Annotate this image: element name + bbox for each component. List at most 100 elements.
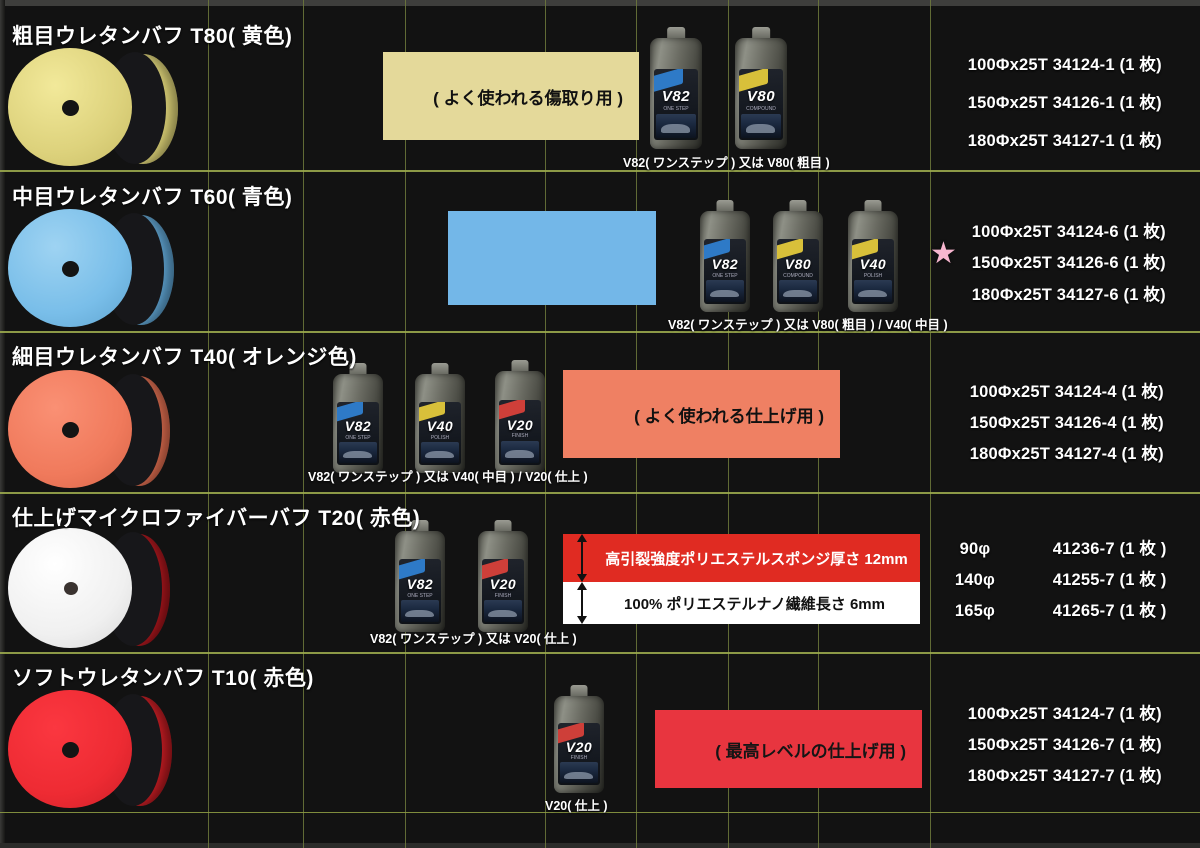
double-arrow-icon (577, 534, 587, 582)
bottle-v82-t80: V82 ONE STEP (650, 27, 702, 149)
spec-line-t60-1: 100Φx25T 34124-6 (1 枚) (960, 218, 1166, 242)
bottle-cap (431, 363, 449, 377)
grid-vline (545, 0, 546, 848)
bottle-name: V80 (746, 87, 776, 105)
bottle-label: V20 FINISH (558, 723, 600, 786)
spec-code: 34126-7 (1 枚) (1052, 736, 1162, 754)
spec-line-t10-3: 180Φx25T 34127-7 (1 枚) (956, 762, 1162, 786)
grid-vline (930, 0, 931, 848)
bottle-v80-t80: V80 COMPOUND (735, 27, 787, 149)
pad-t80 (8, 48, 188, 166)
color-block-t60 (448, 211, 656, 305)
bottle-label: V80 COMPOUND (777, 239, 819, 304)
pad-t60 (8, 209, 188, 327)
bottle-caption-t80: V82( ワンステップ ) 又は V80( 粗目 ) (623, 156, 830, 170)
bottle-caption-t10: V20( 仕上 ) (545, 799, 608, 813)
bottle-name: V20 (489, 576, 517, 593)
bottle-subtitle: COMPOUND (746, 106, 776, 112)
spec-size: 180Φx25T (971, 286, 1052, 304)
spec-size: 180Φx25T (969, 445, 1050, 463)
spec-line-t20-3: 165φ 41265-7 (1 枚 ) (940, 597, 1167, 621)
bottom-edge (0, 843, 1200, 848)
grid-hline (0, 652, 1200, 654)
spec-band-fiber: 100% ポリエステルナノ繊維長さ 6mm (563, 582, 920, 624)
bottle-name: V82 (344, 418, 372, 435)
row-heading-t40: 細目ウレタンバフ T40( オレンジ色) (12, 346, 357, 369)
grid-hline (0, 331, 1200, 333)
bottle-car-art (705, 279, 745, 302)
color-block-t80: ( よく使われる傷取り用 ) (383, 52, 639, 140)
bottle-car-art (483, 599, 523, 622)
bottle-subtitle: ONE STEP (712, 272, 738, 279)
bottle-body: V82 ONE STEP (395, 531, 445, 632)
bottle-name: V40 (426, 418, 454, 435)
bottle-cap (570, 685, 588, 699)
pad-center-hole (64, 582, 78, 595)
bottle-subtitle: ONE STEP (663, 106, 689, 112)
bottle-v40-t40: V40 POLISH (415, 363, 465, 473)
bottle-cap (864, 200, 882, 214)
color-block-label-t10: ( 最高レベルの仕上げ用 ) (715, 741, 906, 761)
spec-line-t40-3: 180Φx25T 34127-4 (1 枚) (958, 440, 1164, 464)
bottle-name: V20 (565, 739, 593, 756)
grid-vline (405, 0, 406, 848)
bottle-subtitle: COMPOUND (783, 272, 813, 279)
spec-code: 34127-6 (1 枚) (1056, 286, 1166, 304)
spec-band-label-fiber: 100% ポリエステルナノ繊維長さ 6mm (624, 595, 885, 613)
spec-size: 150Φx25T (967, 94, 1048, 112)
bottle-label: V80 COMPOUND (739, 69, 783, 141)
bottle-subtitle: ONE STEP (407, 592, 433, 599)
spec-line-t10-2: 150Φx25T 34126-7 (1 枚) (956, 731, 1162, 755)
bottle-label: V82 ONE STEP (337, 401, 379, 466)
spec-size: 140φ (954, 571, 996, 589)
row-heading-t80: 粗目ウレタンバフ T80( 黄色) (12, 25, 293, 48)
bottle-body: V20 FINISH (495, 371, 545, 473)
color-block-label-t80: ( よく使われる傷取り用 ) (433, 88, 623, 108)
bottle-body: V40 POLISH (415, 374, 465, 473)
spec-code: 34126-6 (1 枚) (1056, 254, 1166, 272)
bottle-name: V80 (784, 256, 812, 273)
bottle-car-art (420, 441, 460, 464)
spec-size: 180Φx25T (967, 767, 1048, 785)
bottle-v82-t20: V82 ONE STEP (395, 520, 445, 632)
bottle-label: V20 FINISH (499, 399, 541, 465)
spec-band-label-sponge: 高引裂強度ポリエステルスポンジ厚さ 12mm (605, 550, 908, 568)
bottle-name: V82 (661, 87, 691, 105)
spec-size: 100Φx25T (967, 705, 1048, 723)
grid-hline (0, 812, 1200, 813)
bottle-subtitle: POLISH (863, 272, 883, 279)
color-block-t10: ( 最高レベルの仕上げ用 ) (655, 710, 922, 788)
spec-size: 100Φx25T (971, 223, 1052, 241)
left-edge (0, 0, 5, 848)
spec-code: 34124-4 (1 枚) (1054, 383, 1164, 401)
spec-size: 180Φx25T (967, 132, 1048, 150)
thickness-arrow-fiber (575, 582, 589, 624)
spec-size: 100Φx25T (967, 56, 1048, 74)
bottle-cap (789, 200, 807, 214)
spec-size: 150Φx25T (967, 736, 1048, 754)
spec-code: 34124-1 (1 枚) (1052, 56, 1162, 74)
spec-line-t80-3: 180Φx25T 34127-1 (1 枚) (956, 127, 1162, 151)
bottle-name: V82 (406, 576, 434, 593)
spec-code: 34126-1 (1 枚) (1052, 94, 1162, 112)
top-edge (0, 0, 1200, 6)
spec-code: 34124-6 (1 枚) (1056, 223, 1166, 241)
bottle-body: V20 FINISH (554, 696, 604, 793)
bottle-subtitle: FINISH (511, 433, 529, 440)
color-block-label-t40: ( よく使われる仕上げ用 ) (634, 406, 824, 426)
bottle-car-art (655, 113, 697, 138)
spec-line-t60-2: 150Φx25T 34126-6 (1 枚) (960, 249, 1166, 273)
bottle-label: V82 ONE STEP (704, 239, 746, 304)
bottle-body: V82 ONE STEP (650, 38, 702, 149)
bottle-body: V82 ONE STEP (700, 211, 750, 312)
bottle-cap (667, 27, 685, 41)
spec-line-t20-1: 90φ 41236-7 (1 枚 ) (940, 535, 1167, 559)
spec-line-t80-2: 150Φx25T 34126-1 (1 枚) (956, 89, 1162, 113)
bottle-car-art (740, 113, 782, 138)
bottle-body: V20 FINISH (478, 531, 528, 632)
bottle-label: V40 POLISH (852, 239, 894, 304)
spec-code: 41255-7 (1 枚 ) (1052, 571, 1167, 589)
bottle-v80-t60: V80 COMPOUND (773, 200, 823, 312)
bottle-label: V82 ONE STEP (399, 559, 441, 624)
bottle-caption-t40: V82( ワンステップ ) 又は V40( 中目 ) / V20( 仕上 ) (308, 470, 588, 484)
